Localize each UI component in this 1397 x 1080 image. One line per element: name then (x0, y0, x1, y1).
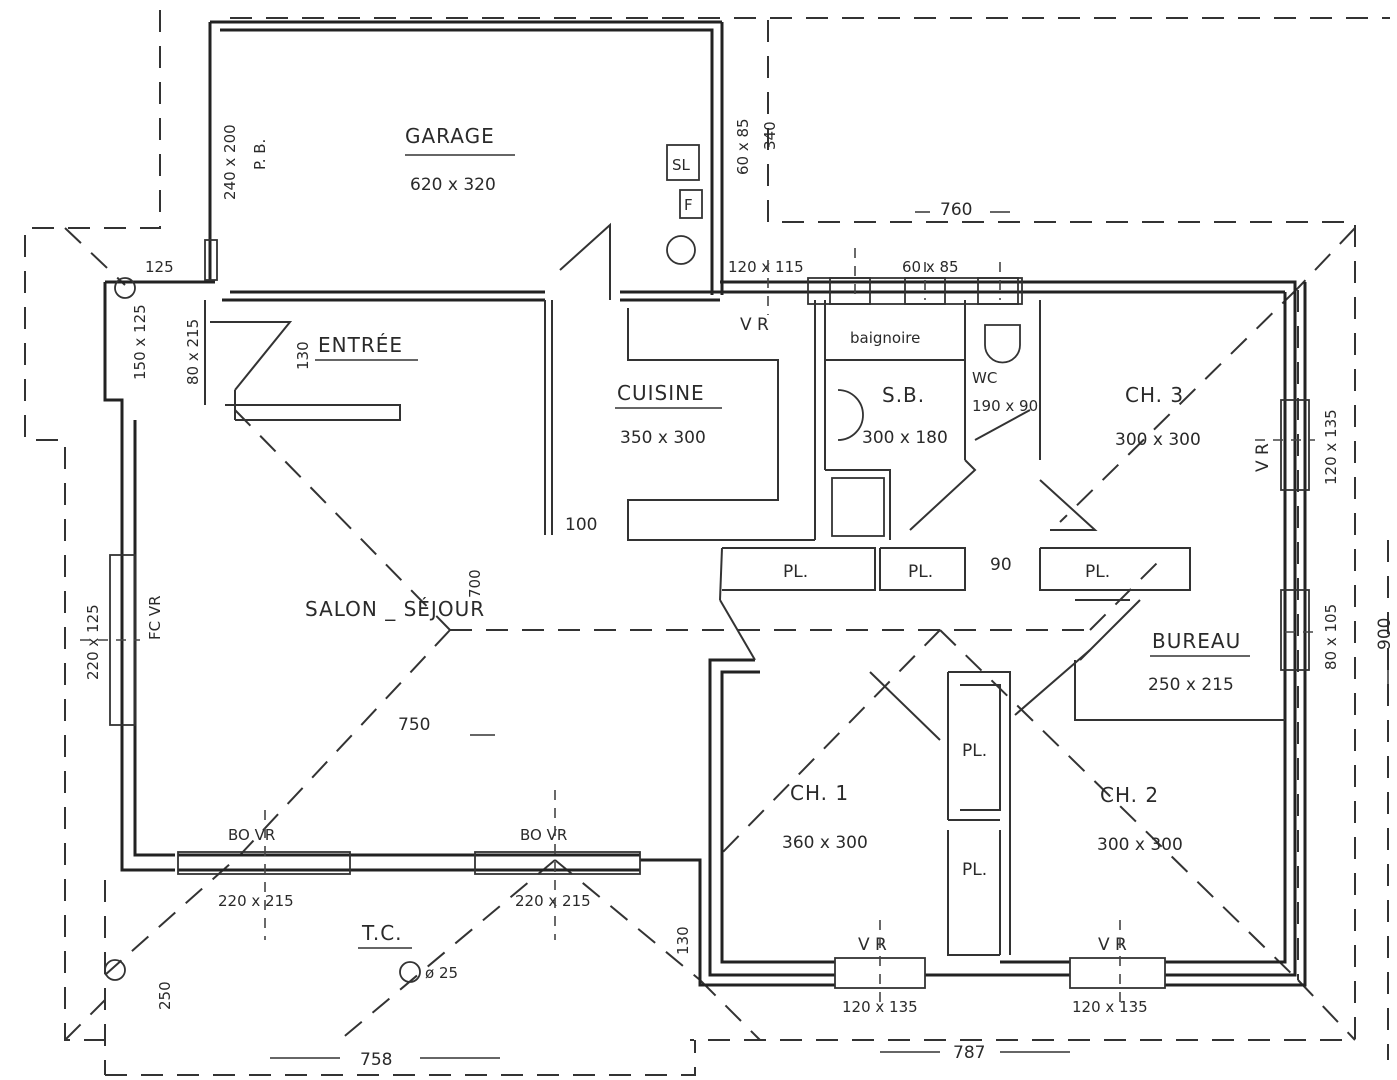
ch3-vr-label: V R (1253, 443, 1273, 472)
fc-vr-label: FC VR (146, 595, 164, 640)
ch1-vr-label: V R (858, 935, 887, 955)
bureau-label: BUREAU (1152, 629, 1241, 653)
pl-label-1: PL. (783, 562, 808, 582)
bay1-size: 220 x 215 (218, 892, 294, 910)
garage-walls (208, 20, 724, 295)
garage-door-size: 240 x 200 (221, 124, 239, 200)
top-760-dim: 760 (940, 200, 972, 220)
opening-ticks (80, 248, 1320, 1010)
right-900-dim: 900 (1375, 618, 1395, 650)
sb-size: 300 x 180 (862, 428, 948, 448)
sl-label: SL (672, 156, 691, 174)
d750-dim: 750 (398, 715, 430, 735)
entry-window-size: 150 x 125 (131, 304, 149, 380)
ch1-size: 360 x 300 (782, 833, 868, 853)
d700-dim: 700 (466, 569, 484, 598)
garage-side-size: 60 x 85 (734, 118, 752, 175)
placard-labels: PL. PL. PL. PL. PL. SL F (672, 156, 1110, 880)
sanitary-fixtures (104, 144, 1021, 983)
windows (109, 239, 1310, 989)
doors (210, 222, 1141, 741)
ch3-label: CH. 3 (1125, 383, 1184, 407)
pl-label-5: PL. (962, 860, 987, 880)
garage-label: GARAGE (405, 124, 495, 148)
ch3-size: 300 x 300 (1115, 430, 1201, 450)
entree-label: ENTRÉE (318, 333, 403, 357)
tc-diameter: ø 25 (425, 964, 458, 982)
wc-size: 190 x 90 (972, 397, 1038, 415)
d90-dim: 90 (990, 555, 1012, 575)
bay1-bovr-label: BO VR (228, 826, 275, 844)
room-labels: GARAGE 620 x 320 ENTRÉE CUISINE 350 x 30… (305, 124, 1250, 982)
pl-label-2: PL. (908, 562, 933, 582)
bay2-size: 220 x 215 (515, 892, 591, 910)
ch2-window-size: 120 x 135 (1072, 998, 1148, 1016)
ch2-vr-label: V R (1098, 935, 1127, 955)
ch1-label: CH. 1 (790, 781, 849, 805)
baignoire-label: baignoire (850, 329, 920, 347)
garage-depth-dim: 340 (761, 121, 779, 150)
ch3-window-size: 120 x 135 (1322, 409, 1340, 485)
bureau-window-size: 80 x 105 (1322, 604, 1340, 670)
pl-label-4: PL. (962, 741, 987, 761)
tc-label: T.C. (361, 921, 403, 945)
d130-dim: 130 (294, 341, 312, 370)
wc-label: WC (972, 369, 997, 387)
ch2-size: 300 x 300 (1097, 835, 1183, 855)
left-125-dim: 125 (145, 258, 174, 276)
salon-side-size: 220 x 125 (84, 604, 102, 680)
d100-dim: 100 (565, 515, 597, 535)
cuisine-size: 350 x 300 (620, 428, 706, 448)
roof-hip-lines (64, 227, 1356, 1041)
bottom-758-dim: 758 (360, 1050, 392, 1070)
ch1-window-size: 120 x 135 (842, 998, 918, 1016)
d130b-dim: 130 (674, 926, 692, 955)
cuisine-label: CUISINE (617, 381, 705, 405)
top-window-1-size: 120 x 115 (728, 258, 804, 276)
opening-labels: 120 x 115 60 x 85 V R V R V R 120 x 135 … (218, 258, 1148, 1016)
top-window-2-size: 60 x 85 (902, 258, 959, 276)
entry-door-size: 80 x 215 (184, 319, 202, 385)
rotated-labels: 240 x 200 P. B. 60 x 85 340 150 x 125 80… (84, 118, 1395, 1010)
pl-label-3: PL. (1085, 562, 1110, 582)
dimension-labels: 760 125 100 90 750 758 787 (145, 200, 1389, 1070)
top-vr-label: V R (740, 315, 769, 335)
ch2-label: CH. 2 (1100, 783, 1159, 807)
pb-label: P. B. (251, 139, 269, 170)
salon-label: SALON _ SÉJOUR (305, 597, 485, 621)
sb-label: S.B. (882, 383, 925, 407)
f-label: F (684, 196, 693, 214)
bottom-787-dim: 787 (953, 1043, 985, 1063)
interior-walls (204, 300, 1285, 956)
d250-dim: 250 (156, 981, 174, 1010)
garage-size: 620 x 320 (410, 175, 496, 195)
bay2-bovr-label: BO VR (520, 826, 567, 844)
bureau-size: 250 x 215 (1148, 675, 1234, 695)
